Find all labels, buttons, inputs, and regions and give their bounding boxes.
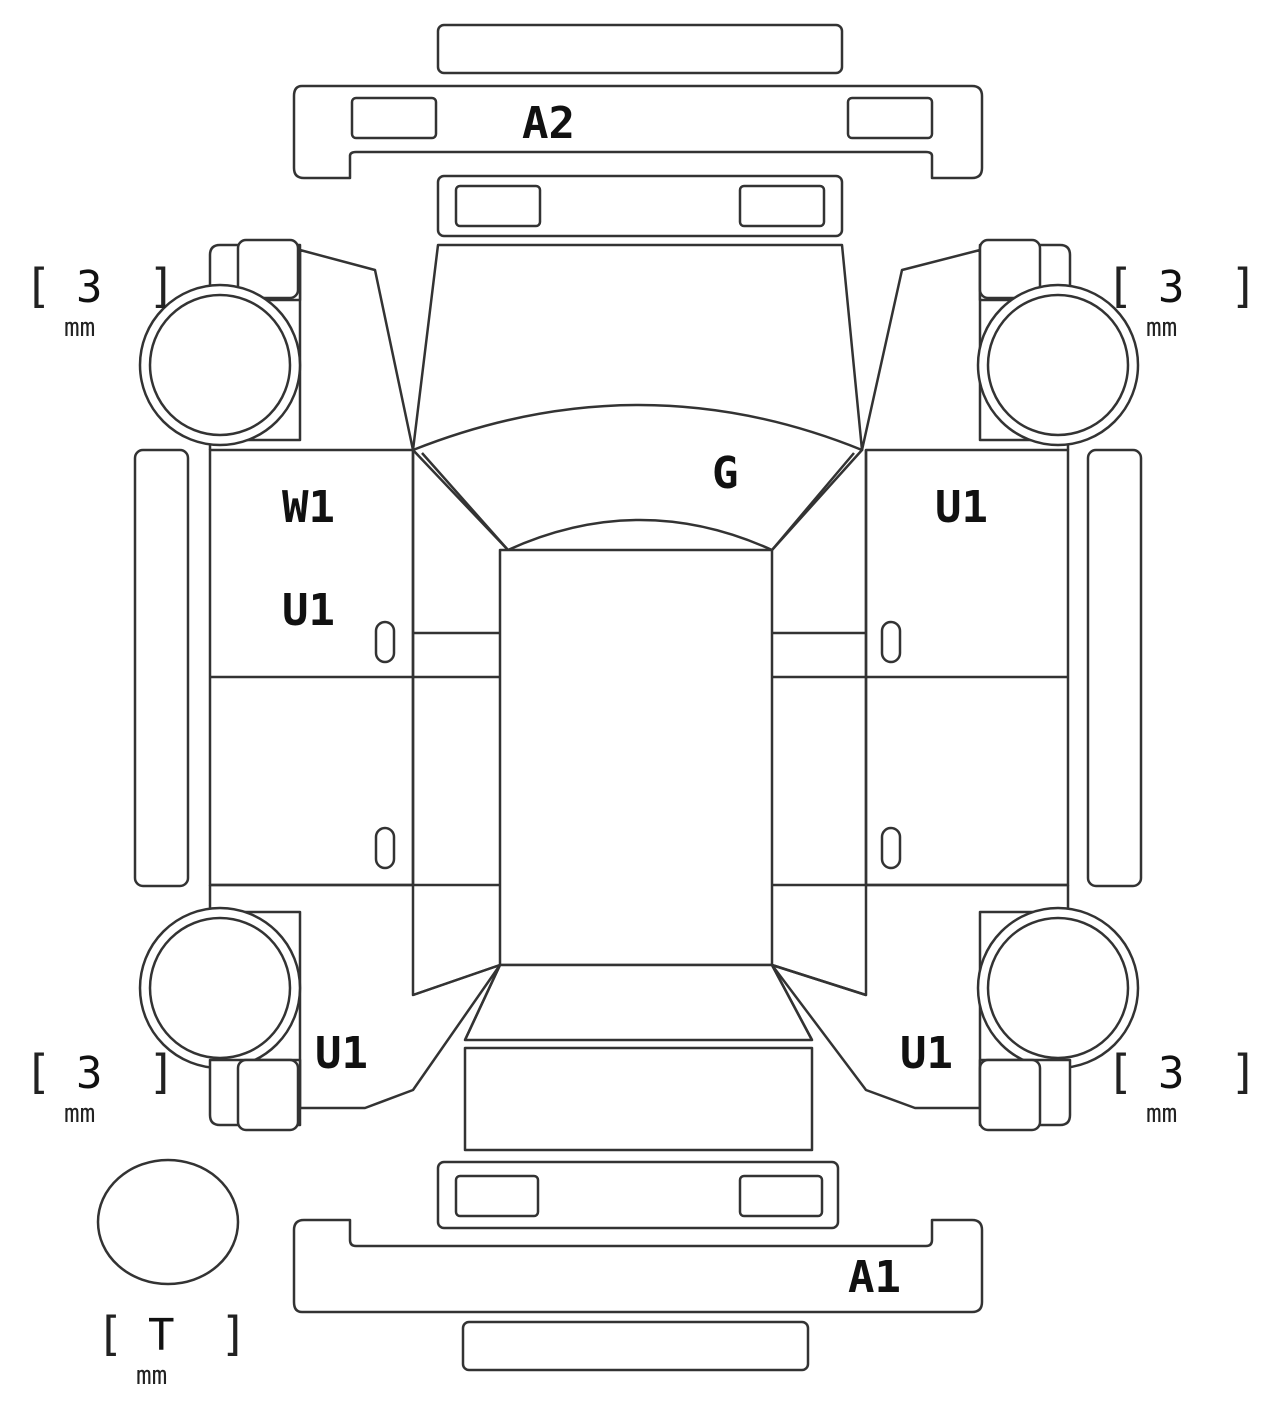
bracket-close: ] <box>148 1045 176 1099</box>
tread-depth-front-right: [ 3 ] mm <box>1106 1045 1258 1129</box>
left-rear-door-handle <box>374 826 396 870</box>
damage-code-roof: G <box>712 448 739 499</box>
hood[interactable] <box>463 1046 814 1152</box>
left-inner-panel <box>411 450 501 997</box>
rear-left-tire[interactable] <box>148 293 292 437</box>
damage-code-front-bumper: A1 <box>848 1252 901 1303</box>
rear-left-mirror <box>236 238 300 300</box>
damage-code-right-front-door: U1 <box>935 482 988 533</box>
rear-glass[interactable] <box>411 403 864 552</box>
tread-unit: mm <box>1146 313 1177 343</box>
left-a-pillar <box>463 964 502 1041</box>
right-front-door-handle <box>880 620 902 664</box>
right-side-skirt[interactable] <box>1086 448 1143 888</box>
rear-bumper-left-lamp <box>350 96 438 140</box>
bracket-close: ] <box>1230 1045 1258 1099</box>
bracket-close: ] <box>1230 259 1258 313</box>
tread-unit: mm <box>1146 1099 1177 1129</box>
windshield-area[interactable] <box>463 963 814 1042</box>
left-side-skirt[interactable] <box>133 448 190 888</box>
front-left-tire[interactable] <box>148 916 292 1060</box>
front-right-tire[interactable] <box>986 916 1130 1060</box>
front-left-mirror <box>236 1058 300 1132</box>
left-front-door-handle <box>374 620 396 664</box>
bracket-close: ] <box>148 259 176 313</box>
tread-value: 3 <box>76 1048 103 1099</box>
tread-depth-rear-right: [ 3 ] mm <box>1106 259 1258 343</box>
rear-bumper[interactable] <box>292 84 984 180</box>
bracket-close: ] <box>220 1307 248 1361</box>
tread-depth-front-left: [ 3 ] mm <box>24 1045 176 1129</box>
tread-value: 3 <box>76 262 103 313</box>
front-left-headlight <box>454 1174 540 1218</box>
rear-bumper-right-lamp <box>846 96 934 140</box>
front-right-headlight <box>738 1174 824 1218</box>
rear-right-mirror <box>978 238 1042 300</box>
right-a-pillar <box>770 964 814 1041</box>
tread-value: 3 <box>1158 1048 1185 1099</box>
tread-depth-spare: [ T ] mm <box>96 1307 248 1391</box>
damage-code-left-front-door-lower: U1 <box>282 585 335 636</box>
front-bumper[interactable] <box>292 1218 984 1314</box>
roof-panel[interactable] <box>498 548 774 967</box>
damage-code-left-front-door: W1 <box>282 482 335 533</box>
damage-code-right-front-fender: U1 <box>900 1028 953 1079</box>
left-door-panels[interactable] <box>208 448 415 887</box>
rear-right-tire[interactable] <box>986 293 1130 437</box>
bracket-open: [ <box>96 1307 124 1361</box>
tread-unit: mm <box>64 1099 95 1129</box>
spare-tire[interactable] <box>96 1158 240 1286</box>
bracket-open: [ <box>1106 1045 1134 1099</box>
damage-code-left-front-fender: U1 <box>315 1028 368 1079</box>
tread-unit: mm <box>64 313 95 343</box>
front-lip[interactable] <box>461 1320 810 1372</box>
rear-left-taillight <box>454 184 542 228</box>
tread-unit: mm <box>136 1361 167 1391</box>
rear-glass-inner <box>421 452 855 551</box>
tread-depth-rear-left: [ 3 ] mm <box>24 259 176 343</box>
bracket-open: [ <box>24 1045 52 1099</box>
right-rear-door-handle <box>880 826 902 870</box>
front-right-mirror <box>978 1058 1042 1132</box>
tread-value: T <box>148 1310 175 1361</box>
rear-right-taillight <box>738 184 826 228</box>
damage-code-rear-bumper: A2 <box>522 98 575 149</box>
tread-value: 3 <box>1158 262 1185 313</box>
rear-spoiler[interactable] <box>436 23 844 75</box>
bracket-open: [ <box>1106 259 1134 313</box>
bracket-open: [ <box>24 259 52 313</box>
